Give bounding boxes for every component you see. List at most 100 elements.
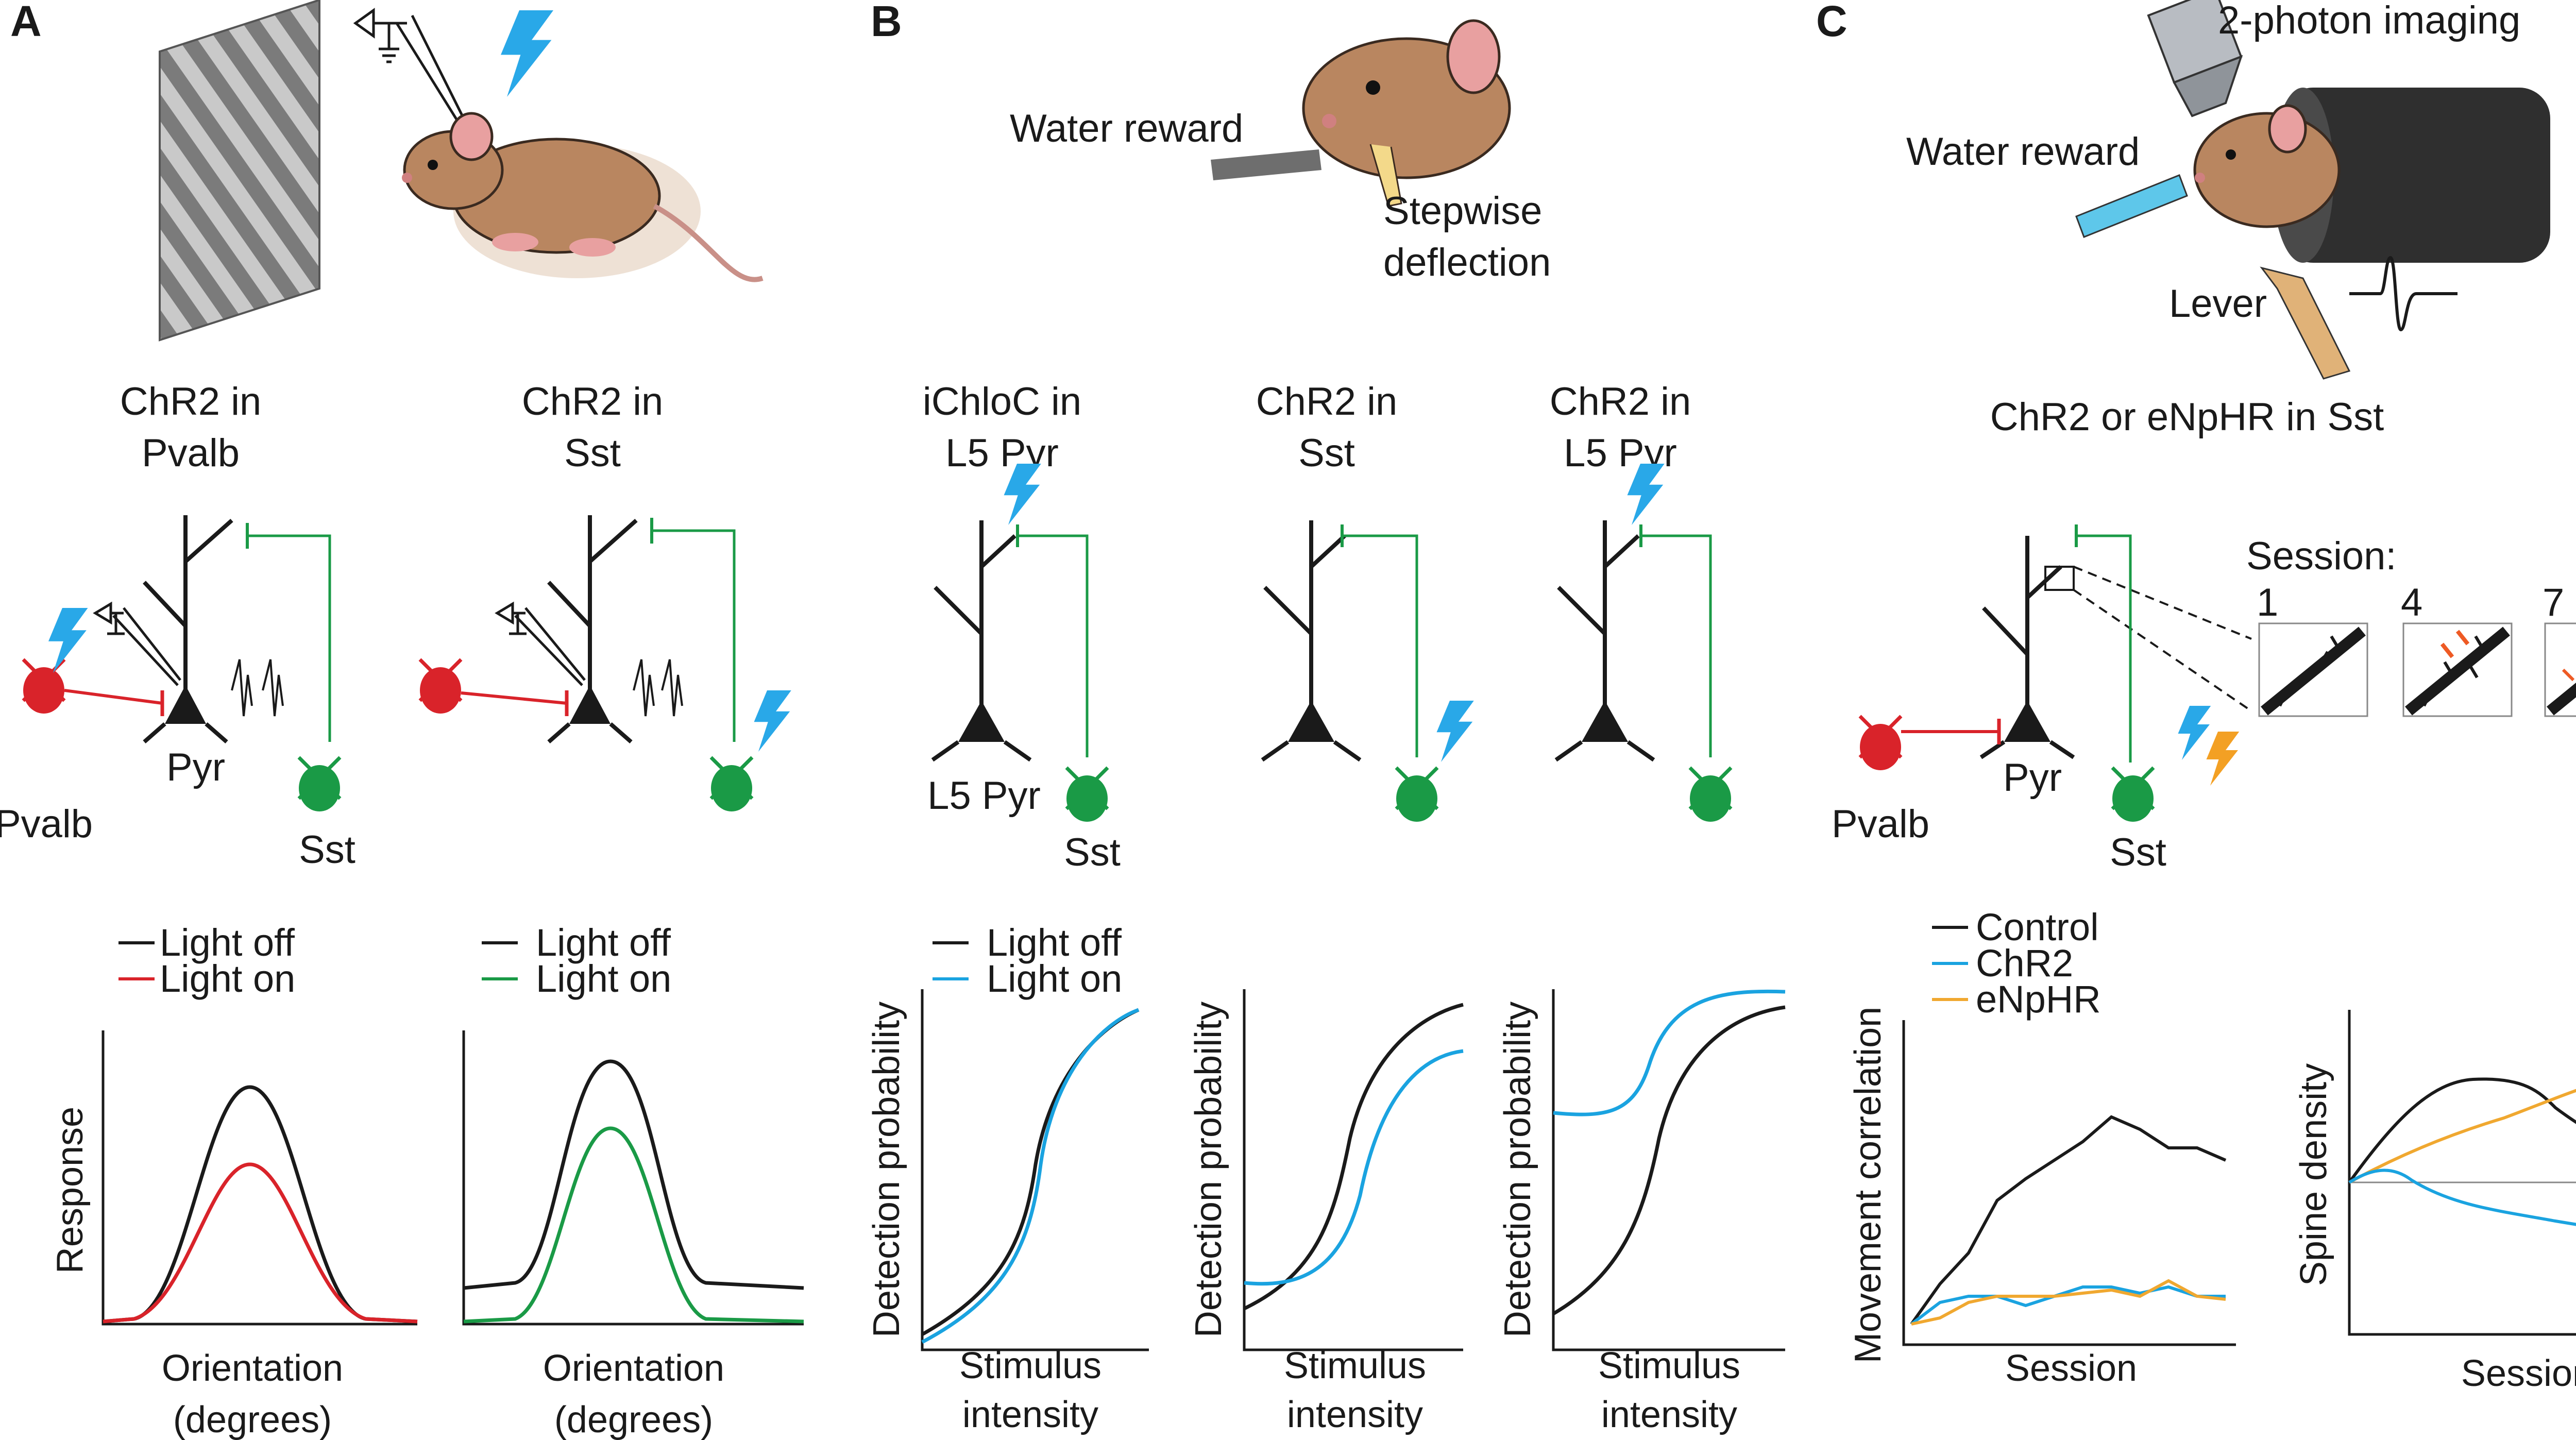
chart-a1 xyxy=(101,1030,418,1326)
curve-light-off xyxy=(1243,1003,1464,1311)
x-label-b2-2: intensity xyxy=(1287,1394,1423,1435)
x-label-b3-2: intensity xyxy=(1601,1394,1737,1435)
series-enphr xyxy=(2348,1089,2576,1184)
cell-label-pvalb-c: Pvalb xyxy=(1832,802,1929,846)
curve-light-on xyxy=(463,1126,804,1324)
lightning-bolt-icon xyxy=(501,10,553,97)
recording-electrode-icon xyxy=(93,601,181,686)
water-reward-label-c: Water reward xyxy=(1906,130,2140,174)
cell-label-sst-c: Sst xyxy=(2110,831,2166,874)
panel-b-title-2b: Sst xyxy=(1298,431,1355,475)
legend-a2: Light off Light on xyxy=(482,921,671,1000)
x-label-b1-1: Stimulus xyxy=(959,1345,1101,1386)
legend-b-off: Light off xyxy=(987,921,1122,964)
panel-b-title-1b: L5 Pyr xyxy=(945,431,1059,475)
mouse-illustration xyxy=(2193,104,2341,228)
cell-label-pvalb: Pvalb xyxy=(0,802,93,846)
chart-c2 xyxy=(2348,1010,2576,1336)
panel-a-title-1a: ChR2 in xyxy=(120,380,262,423)
stepwise-label-1: Stepwise xyxy=(1383,189,1542,233)
curve-light-off xyxy=(1552,1005,1786,1316)
chart-c1 xyxy=(1902,1020,2236,1346)
circuit-b2 xyxy=(1261,520,1439,822)
curve-light-off xyxy=(103,1085,418,1324)
recording-electrode-icon xyxy=(353,8,473,140)
panel-a-title-2b: Sst xyxy=(564,431,621,475)
stepwise-label-2: deflection xyxy=(1383,241,1551,284)
legend-c-chr2: ChR2 xyxy=(1976,942,2073,985)
circuit-b3 xyxy=(1554,520,1733,822)
mouse-illustration xyxy=(1302,19,1511,207)
x-label-a1-2: (degrees) xyxy=(173,1399,332,1440)
x-label-c1: Session xyxy=(2005,1348,2137,1389)
x-label-b3-1: Stimulus xyxy=(1598,1345,1740,1386)
lightning-bolt-icon xyxy=(48,608,88,673)
water-reward-label-b: Water reward xyxy=(1010,107,1243,150)
lever-trace xyxy=(2349,256,2458,332)
curve-light-off xyxy=(921,1008,1140,1336)
legend-b-on: Light on xyxy=(987,957,1122,1000)
series-control xyxy=(2348,1077,2576,1183)
legend-c-enphr: eNpHR xyxy=(1976,978,2101,1021)
series-chr2 xyxy=(2348,1168,2576,1226)
lightning-bolt-icon xyxy=(2206,732,2240,786)
legend-c-control: Control xyxy=(1976,906,2099,948)
pvalb-interneuron-a2 xyxy=(418,658,569,716)
curve-light-on xyxy=(921,1008,1140,1344)
y-label-b2: Detection probability xyxy=(1188,1002,1229,1337)
session-7-dendrite xyxy=(2544,622,2576,717)
session-label: Session: xyxy=(2246,534,2397,578)
chart-b1 xyxy=(921,989,1149,1351)
legend-a1-on: Light on xyxy=(160,957,295,1000)
imaging-label: 2-photon imaging xyxy=(2218,0,2520,42)
pvalb-interneuron-a1 xyxy=(22,658,164,716)
panel-c-title: ChR2 or eNpHR in Sst xyxy=(1990,395,2384,439)
panel-b-letter: B xyxy=(871,0,902,45)
panel-a-letter: A xyxy=(10,0,42,45)
cell-label-pyr-c: Pyr xyxy=(2003,756,2062,800)
curve-light-on xyxy=(1553,989,1786,1116)
cell-label-sst-b1: Sst xyxy=(1064,831,1121,874)
x-label-b1-2: intensity xyxy=(962,1394,1098,1435)
chart-a2 xyxy=(462,1030,804,1326)
panel-b-title-2a: ChR2 in xyxy=(1256,380,1398,423)
circuit-c xyxy=(1858,524,2252,822)
series-enphr xyxy=(1911,1279,2226,1326)
legend-b: Light off Light on xyxy=(933,921,1122,1000)
legend-c: Control ChR2 eNpHR xyxy=(1932,906,2101,1021)
objective-lens-icon xyxy=(2147,0,2243,117)
pyramidal-neuron-a2 xyxy=(547,515,683,744)
x-label-c2: Session xyxy=(2461,1353,2576,1394)
panel-c-letter: C xyxy=(1816,0,1848,45)
y-label-response: Response xyxy=(49,1107,91,1274)
legend-a1: Light off Light on xyxy=(118,921,295,1000)
sst-interneuron-a1 xyxy=(246,523,342,811)
water-spout-b xyxy=(1211,149,1321,180)
mouse-illustration xyxy=(402,112,764,282)
session-1-dendrite xyxy=(2258,622,2368,717)
curve-light-off xyxy=(463,1059,804,1290)
lever-label: Lever xyxy=(2169,282,2267,326)
chart-b2 xyxy=(1243,989,1464,1351)
pyramidal-neuron-a1 xyxy=(143,515,284,744)
y-label-movement-correlation: Movement correlation xyxy=(1848,1007,1889,1363)
y-label-spine-density: Spine density xyxy=(2293,1063,2334,1286)
y-label-b1: Detection probability xyxy=(866,1002,907,1337)
curve-light-on xyxy=(103,1162,418,1324)
grating-screen xyxy=(159,0,320,342)
session-number-1: 1 xyxy=(2257,581,2278,624)
y-label-b3: Detection probability xyxy=(1497,1002,1538,1337)
panel-b-title-3a: ChR2 in xyxy=(1550,380,1691,423)
series-chr2 xyxy=(1910,1285,2226,1326)
water-spout-c xyxy=(2075,174,2188,238)
cell-label-l5pyr: L5 Pyr xyxy=(927,774,1041,818)
panel-a-title-2a: ChR2 in xyxy=(522,380,664,423)
session-4-dendrite xyxy=(2402,622,2513,717)
recording-electrode-icon xyxy=(495,601,586,686)
x-label-a2-2: (degrees) xyxy=(554,1399,713,1440)
series-control xyxy=(1910,1115,2227,1325)
x-label-a1-1: Orientation xyxy=(162,1348,343,1389)
x-label-b2-1: Stimulus xyxy=(1284,1345,1426,1386)
legend-a2-on: Light on xyxy=(536,957,671,1000)
